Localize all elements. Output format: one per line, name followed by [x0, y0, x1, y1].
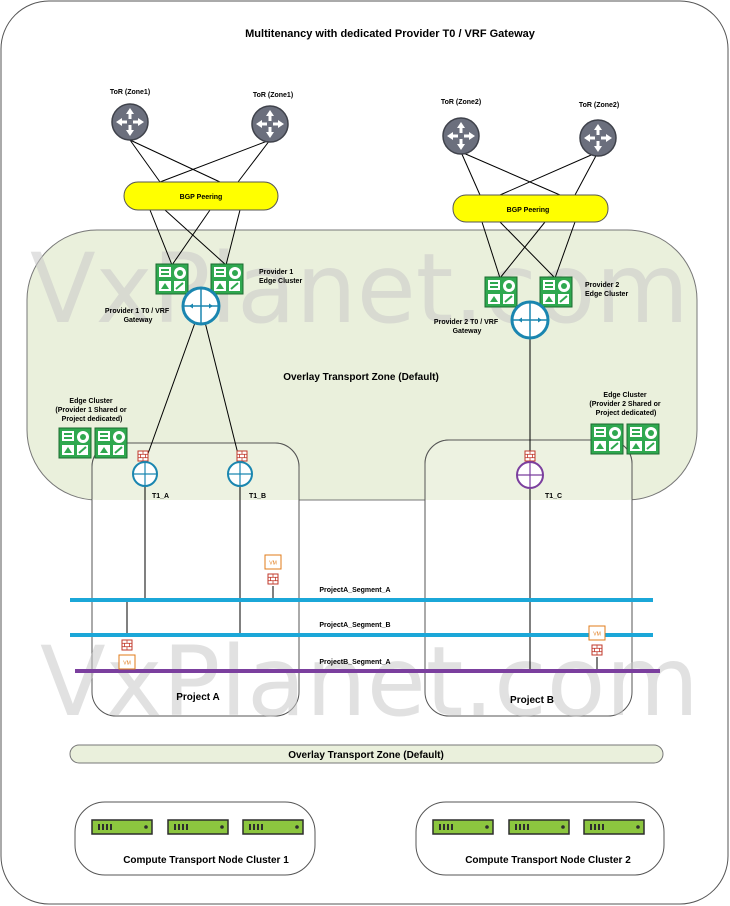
router-icon — [251, 105, 289, 143]
compute-cluster-label: Compute Transport Node Cluster 1 — [123, 855, 289, 866]
tor-zone1-a: ToR (Zone1) — [110, 89, 150, 141]
t1-label: T1_A — [152, 493, 169, 500]
bgp-label: BGP Peering — [180, 194, 223, 201]
vm-project-a-seg-b: VM — [118, 639, 136, 670]
server-icon — [508, 819, 570, 835]
overlay-transport-zone-bottom — [69, 744, 664, 764]
tor-label: ToR (Zone1) — [110, 89, 150, 96]
edge-node-icon — [155, 263, 189, 295]
edge-node-icon — [484, 276, 518, 308]
server-icon — [432, 819, 494, 835]
project-b-label: Project B — [510, 695, 554, 706]
diagram-title: Multitenancy with dedicated Provider T0 … — [245, 28, 536, 40]
edge-node-icon — [94, 427, 128, 459]
t1-a-gateway: T1_A — [132, 450, 169, 500]
edge-node-icon — [590, 423, 624, 455]
compute-cluster-2: Compute Transport Node Cluster 2 — [415, 801, 665, 876]
edge-node-icon — [626, 423, 660, 455]
edge-node-icon — [210, 263, 244, 295]
provider1-edge-cluster-label: Provider 1 Edge Cluster — [259, 269, 302, 285]
edge-cluster-left-label: Edge Cluster (Provider 1 Shared or Proje… — [55, 398, 128, 423]
provider2-edge-cluster-label: Provider 2 Edge Cluster — [585, 282, 628, 298]
firewall-icon — [524, 450, 536, 462]
provider2-t0-gateway — [510, 300, 550, 340]
segment-label: ProjectB_Segment_A — [319, 659, 390, 666]
tor-label: ToR (Zone1) — [253, 92, 293, 99]
segment-label: ProjectA_Segment_B — [319, 622, 390, 629]
firewall-icon — [236, 450, 248, 462]
firewall-icon — [267, 573, 279, 585]
edge-node-icon — [58, 427, 92, 459]
firewall-icon — [591, 644, 603, 656]
firewall-icon — [121, 639, 133, 651]
bgp-peering-zone1 — [123, 181, 279, 211]
router-icon — [111, 103, 149, 141]
router-icon — [579, 119, 617, 157]
tor-zone1-b: ToR (Zone1) — [251, 92, 293, 143]
vm-label: VM — [123, 661, 131, 667]
tor-bgp-links — [126, 139, 599, 671]
segment-label: ProjectA_Segment_A — [319, 587, 390, 594]
edge-cluster-right-label: Edge Cluster (Provider 2 Shared or Proje… — [589, 392, 662, 417]
server-icon — [91, 819, 153, 835]
overlay-zone-bottom-label: Overlay Transport Zone (Default) — [288, 750, 444, 761]
vm-label: VM — [269, 561, 277, 567]
server-icon — [167, 819, 229, 835]
compute-cluster-1: Compute Transport Node Cluster 1 — [74, 801, 316, 876]
watermark-top: VxPlanet.com — [30, 233, 689, 345]
router-icon — [442, 117, 480, 155]
t1-label: T1_B — [249, 493, 266, 500]
bgp-peering-zone2 — [452, 194, 609, 223]
overlay-zone-top-label: Overlay Transport Zone (Default) — [283, 372, 439, 383]
t1-c-gateway: T1_C — [516, 450, 562, 500]
vm-project-a-seg-a: VM — [264, 554, 282, 585]
provider1-t0-gateway — [181, 286, 221, 326]
watermark-bottom: VxPlanet.com — [40, 626, 699, 738]
firewall-icon — [137, 450, 149, 462]
tor-zone2-a: ToR (Zone2) — [441, 99, 481, 155]
tor-zone2-b: ToR (Zone2) — [579, 102, 619, 157]
bgp-label: BGP Peering — [507, 207, 550, 214]
tor-label: ToR (Zone2) — [441, 99, 481, 106]
compute-cluster-label: Compute Transport Node Cluster 2 — [465, 855, 631, 866]
edge-node-icon — [539, 276, 573, 308]
provider1-t0-label: Provider 1 T0 / VRF Gateway — [105, 308, 171, 324]
server-icon — [242, 819, 304, 835]
vm-label: VM — [593, 632, 601, 638]
provider2-t0-label: Provider 2 T0 / VRF Gateway — [434, 319, 500, 335]
project-a-label: Project A — [176, 692, 220, 703]
t1-label: T1_C — [545, 493, 562, 500]
server-icon — [583, 819, 645, 835]
tor-label: ToR (Zone2) — [579, 102, 619, 109]
vm-project-b-seg-a: VM — [588, 625, 606, 656]
t1-b-gateway: T1_B — [227, 450, 266, 500]
